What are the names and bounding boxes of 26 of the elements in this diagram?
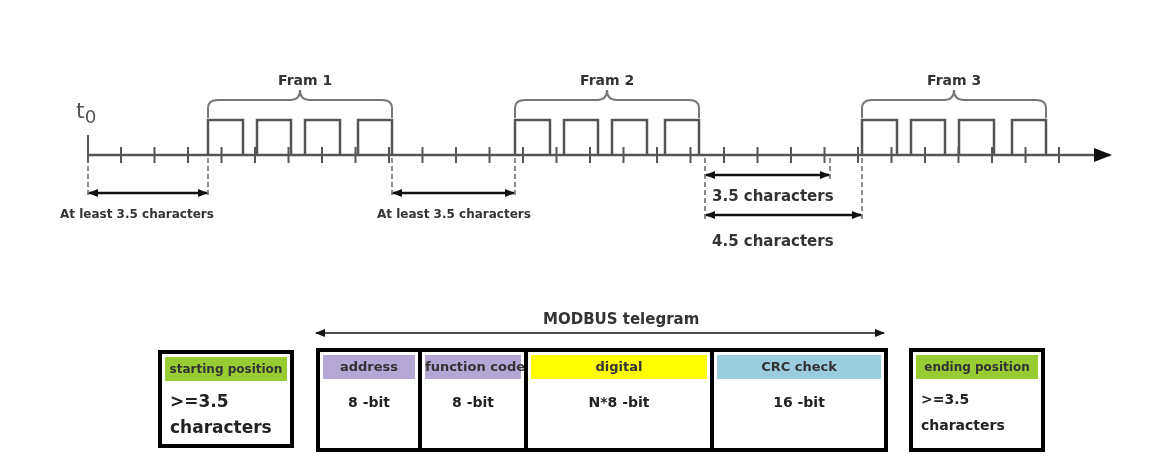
column-header: starting position xyxy=(165,357,287,381)
cell-text: N*8 -bit xyxy=(587,394,651,410)
time-origin-label: t$_{0}$ xyxy=(76,98,97,128)
column-header: digital xyxy=(531,355,707,379)
frame-label: Fram 2 xyxy=(580,72,635,88)
column-header: address xyxy=(323,355,415,379)
dimension-label: At least 3.5 characters xyxy=(60,207,214,221)
field-column xyxy=(710,352,884,448)
frame-label: Fram 3 xyxy=(927,72,982,88)
cell-text: >=3.5 characters xyxy=(170,390,273,439)
position-box xyxy=(909,348,1045,452)
telegram-frame-box xyxy=(316,348,888,452)
field-column xyxy=(418,352,524,448)
dimension-label: 4.5 characters xyxy=(712,232,834,250)
dimension-label: At least 3.5 characters xyxy=(377,207,531,221)
telegram-label: MODBUS telegram xyxy=(543,310,700,328)
cell-text: >=3.5 characters xyxy=(921,390,1006,435)
field-column xyxy=(524,352,710,448)
dimension-label: 3.5 characters xyxy=(712,187,834,205)
column-header: CRC check xyxy=(717,355,881,379)
cell-text: 16 -bit xyxy=(772,394,826,410)
column-header: ending position xyxy=(916,355,1038,379)
cell-text: 8 -bit xyxy=(451,394,495,410)
position-box xyxy=(158,350,294,448)
frame-label: Fram 1 xyxy=(278,72,333,88)
cell-text: 8 -bit xyxy=(347,394,391,410)
